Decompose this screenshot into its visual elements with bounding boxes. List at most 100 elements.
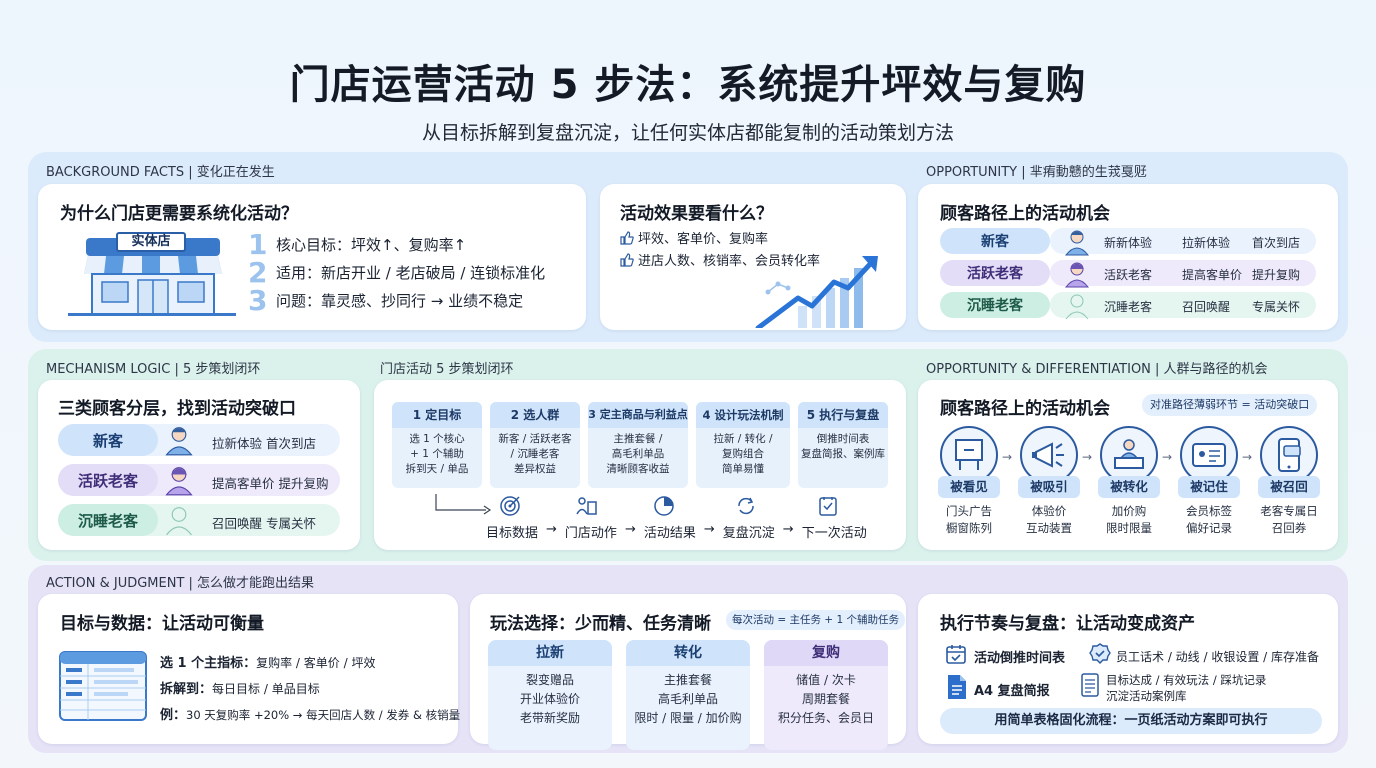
play-badge: 每次活动 = 主任务 + 1 个辅助任务	[726, 610, 905, 630]
flow-row: 目标数据 → 门店动作 → 活动结果 → 复盘沉淀 → 下一次活动	[486, 522, 867, 541]
node-sub: 体验价互动装置	[1026, 504, 1072, 535]
segments-title: 三类顾客分层，找到活动突破口	[58, 399, 296, 419]
notes-icon	[1081, 673, 1099, 697]
path-label-dormant: 沉睡老客	[940, 292, 1050, 318]
goal-line-3: 例：30 天复购率 +20% → 每天回店人数 / 发券 & 核销量	[160, 704, 460, 723]
journey-arrow-icon: →	[1242, 450, 1253, 464]
step-head: 2 选人群	[490, 402, 580, 428]
growth-chart-icon	[755, 256, 878, 328]
path-tag: 召回唤醒	[1182, 300, 1231, 314]
play-col-body: 主推套餐高毛利单品限时 / 限量 / 加价购	[634, 673, 742, 725]
node-label: 被记住	[1178, 476, 1240, 498]
segment-label-new: 新客	[58, 424, 158, 456]
why-point-number: 1	[248, 228, 268, 261]
path-label-new: 新客	[940, 228, 1050, 254]
person-avatar-icon	[1064, 230, 1090, 256]
person-avatar-icon	[165, 467, 193, 496]
flow-item: 门店动作	[564, 526, 617, 541]
exec-title: 执行节奏与复盘：让活动变成资产	[940, 614, 1195, 634]
effect-title: 活动效果要看什么？	[620, 204, 773, 224]
person-avatar-icon	[1064, 262, 1090, 288]
segment-text: 拉新体验 首次到店	[212, 436, 316, 451]
calendar-icon	[946, 645, 966, 664]
cashier-icon	[1114, 439, 1144, 469]
path-tag: 提高客单价	[1182, 268, 1243, 282]
steps-card: 1 定目标 选 1 个核心+ 1 个辅助拆到天 / 单品 2 选人群 新客 / …	[374, 380, 906, 550]
play-col-convert: 转化 主推套餐高毛利单品限时 / 限量 / 加价购	[626, 640, 750, 750]
flow-arrow: →	[782, 522, 794, 537]
play-col-acquire: 拉新 裂变赠品开业体验价老带新奖励	[488, 640, 612, 750]
band-label-mechanism: MECHANISM LOGIC | 5 步策划闭环	[46, 362, 261, 377]
exec-item-text: 目标达成 / 有效玩法 / 踩坑记录	[1106, 673, 1267, 687]
step-head: 4 设计玩法机制	[696, 402, 790, 428]
step-5: 5 执行与复盘 倒推时间表复盘简报、案例库	[798, 402, 888, 488]
flow-item: 目标数据	[486, 526, 539, 541]
step-3: 3 定主商品与利益点 主推套餐 /高毛利单品清晰顾客收益	[588, 402, 688, 488]
return-arrow-icon	[435, 494, 492, 515]
band-label-opportunity: OPPORTUNITY | 芈痏動戆的生茙戛觃	[926, 165, 1147, 180]
effect-item-2: 进店人数、核销率、会员转化率	[620, 250, 820, 269]
step-head: 5 执行与复盘	[798, 402, 888, 428]
why-card: 为什么门店更需要系统化活动？ 实体店 1 核心目标：坪效↑、复购率↑ 2 适用：…	[38, 184, 586, 330]
effect-item-1: 坪效、客单价、复购率	[620, 228, 768, 247]
band-label-action: ACTION & JUDGMENT | 怎么做才能跑出结果	[46, 576, 315, 591]
cycle-icon	[738, 497, 754, 515]
path-title: 顾客路径上的活动机会	[940, 204, 1110, 224]
step-body: 拉新 / 转化 /复购组合简单易懂	[713, 433, 773, 475]
step-head: 1 定目标	[392, 402, 482, 428]
exec-footer: 用简单表格固化流程：一页纸活动方案即可执行	[940, 708, 1322, 734]
step-body: 主推套餐 /高毛利单品清晰顾客收益	[606, 433, 670, 475]
goal-card: 目标与数据：让活动可衡量 选 1 个主指标：复购率 / 客单价 / 坪效 拆解到…	[38, 594, 460, 744]
node-label: 被吸引	[1018, 476, 1080, 498]
storefront-icon	[68, 238, 236, 316]
node-sub: 老客专属日召回券	[1260, 504, 1318, 535]
path-tag: 提升复购	[1252, 268, 1301, 282]
path-tag: 首次到店	[1252, 236, 1301, 250]
step-2: 2 选人群 新客 / 活跃老客/ 沉睡老客差异权益	[490, 402, 580, 488]
exec-card: 执行节奏与复盘：让活动变成资产 活动倒推时间表 员工话术 / 动线 / 收银设置…	[918, 594, 1338, 744]
goal-line-2: 拆解到：每日目标 / 单品目标	[160, 678, 320, 697]
play-card: 玩法选择：少而精、任务清晰 每次活动 = 主任务 + 1 个辅助任务 拉新 裂变…	[470, 594, 906, 750]
node-label: 被召回	[1258, 476, 1320, 498]
flow-item: 活动结果	[643, 526, 696, 541]
why-point-2: 2 适用：新店开业 / 老店破局 / 连锁标准化	[248, 256, 545, 289]
path-tag: 活跃老客	[1104, 268, 1153, 282]
checklist-icon	[819, 497, 837, 516]
staff-icon	[576, 497, 597, 515]
member-card-icon	[1192, 443, 1226, 467]
step-1: 1 定目标 选 1 个核心+ 1 个辅助拆到天 / 单品	[392, 402, 482, 488]
phone-message-icon	[1278, 438, 1301, 472]
play-col-body: 储值 / 次卡周期套餐积分任务、会员日	[777, 673, 874, 725]
goal-line-lead: 拆解到：	[160, 682, 213, 697]
goal-line-lead: 选 1 个主指标：	[160, 656, 257, 671]
why-point-text: 问题：靠灵感、抄同行 → 业绩不稳定	[276, 292, 524, 310]
node-label: 被看见	[938, 476, 1000, 498]
segment-text: 提高客单价 提升复购	[212, 476, 329, 491]
why-point-number: 2	[248, 256, 268, 289]
exec-item-text: A4 复盘简报	[974, 684, 1050, 699]
play-title: 玩法选择：少而精、任务清晰	[490, 614, 711, 634]
document-icon	[948, 675, 966, 699]
journey-arrow-icon: →	[1082, 450, 1093, 464]
why-point-1: 1 核心目标：坪效↑、复购率↑	[248, 228, 466, 261]
path-tag: 沉睡老客	[1104, 300, 1153, 314]
effect-item-text: 进店人数、核销率、会员转化率	[638, 254, 821, 269]
play-col-head: 复购	[764, 640, 888, 666]
billboard-icon	[955, 439, 983, 470]
exec-item-text: 员工话术 / 动线 / 收银设置 / 库存准备	[1116, 650, 1320, 664]
goal-line-lead: 例：	[160, 708, 187, 723]
path-row-strip	[1050, 260, 1316, 286]
goal-line-text: 每日目标 / 单品目标	[212, 682, 320, 696]
node-circle-remembered	[1180, 426, 1238, 484]
journey-title: 顾客路径上的活动机会	[940, 399, 1110, 419]
path-tag: 拉新体验	[1182, 236, 1231, 250]
play-col-head: 转化	[626, 640, 750, 666]
person-silhouette-icon	[1065, 294, 1089, 320]
segment-text: 召回唤醒 专属关怀	[212, 516, 316, 531]
journey-arrow-icon: →	[1002, 450, 1013, 464]
path-tag: 专属关怀	[1252, 300, 1301, 314]
spreadsheet-icon	[59, 651, 147, 721]
target-icon	[500, 496, 520, 516]
segment-label-active: 活跃老客	[58, 464, 158, 496]
node-circle-converted	[1100, 426, 1158, 484]
